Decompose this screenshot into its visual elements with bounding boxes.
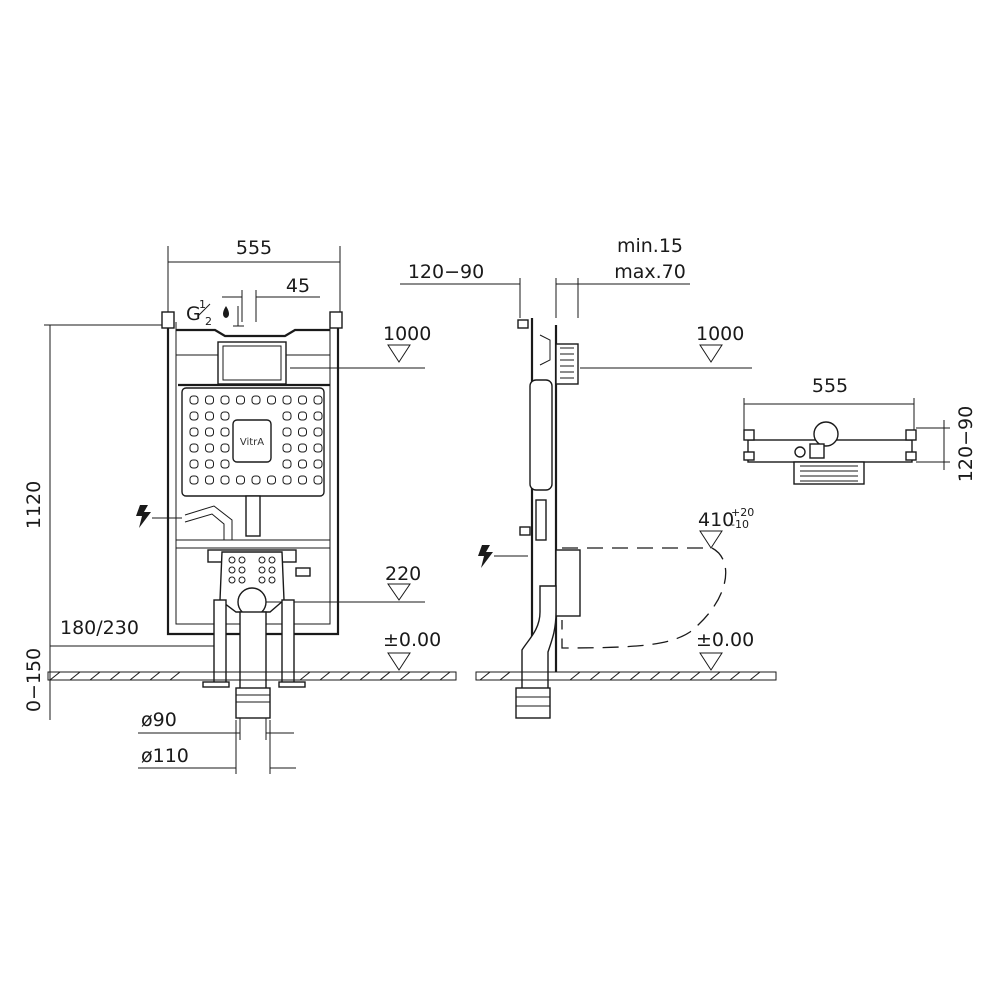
- outlet-dot: [238, 566, 246, 574]
- cistern-dot: [220, 411, 230, 421]
- cistern-dot: [282, 475, 292, 485]
- cistern-dot: [313, 459, 323, 469]
- cistern-dot: [220, 475, 230, 485]
- cistern-dot: [189, 395, 199, 405]
- cistern-dot: [189, 459, 199, 469]
- cistern-dot: [298, 427, 307, 437]
- front-view: 555 45 G 1 2 1120 0−150: [23, 237, 457, 774]
- cistern-dot: [189, 427, 199, 437]
- tile-max-label: max.70: [614, 261, 686, 283]
- adjust-range-label: 0−150: [23, 648, 45, 712]
- cistern-dot: [205, 475, 214, 485]
- cistern-dot: [298, 443, 307, 453]
- cistern-dot: [282, 395, 292, 405]
- cistern-dot: [313, 427, 323, 437]
- supply-frac-num: 1: [199, 298, 206, 311]
- cistern-dot: [298, 395, 307, 405]
- cistern-dot: [220, 459, 230, 469]
- offset-label: 45: [286, 275, 310, 297]
- side-level-floor: ±0.00: [696, 629, 754, 651]
- outlet-dot: [268, 556, 276, 564]
- cistern-dot: [236, 395, 245, 405]
- outlet-dot: [228, 576, 236, 584]
- cistern-dot: [282, 459, 292, 469]
- cistern-dot: [220, 395, 230, 405]
- cistern-dot: [220, 427, 230, 437]
- cistern-dot: [189, 475, 199, 485]
- cistern-dot: [298, 475, 307, 485]
- cistern-dot: [267, 475, 276, 485]
- outlet-dot: [268, 566, 276, 574]
- outlet-dot: [238, 576, 246, 584]
- cistern-dot: [282, 411, 292, 421]
- cistern-dot: [220, 443, 230, 453]
- side-electric-icon: [478, 545, 493, 568]
- side-view: 120−90 min.15 max.70 410 +20 -10: [400, 235, 777, 719]
- flush-plate-icon: [217, 341, 287, 385]
- foot-distance-label: 180/230: [60, 617, 139, 639]
- outlet-dot: [238, 556, 246, 564]
- cistern-dot: [298, 411, 307, 421]
- outlet-dot: [258, 566, 266, 574]
- front-level-outlet: 220: [385, 563, 421, 585]
- pan-tol-minus: -10: [731, 518, 749, 531]
- outlet-dot: [228, 566, 236, 574]
- top-view: 555 120−90: [743, 375, 977, 485]
- cistern-dot: [282, 427, 292, 437]
- tile-min-label: min.15: [617, 235, 683, 257]
- front-level-floor: ±0.00: [383, 629, 441, 651]
- cistern-dot: [189, 443, 199, 453]
- supply-frac-den: 2: [205, 315, 212, 328]
- cistern-dot: [313, 395, 323, 405]
- pan-height-label: 410: [698, 509, 734, 531]
- outlet-dot: [258, 556, 266, 564]
- cistern-dot: [251, 395, 261, 405]
- outlet-dot: [268, 576, 276, 584]
- side-level-top: 1000: [696, 323, 744, 345]
- pipe-small-label: ø90: [141, 709, 177, 731]
- outlet-dot: [258, 576, 266, 584]
- cistern-dot: [267, 395, 276, 405]
- cistern-dot: [189, 411, 199, 421]
- top-depth-label: 120−90: [955, 406, 977, 482]
- cistern-dot: [313, 443, 323, 453]
- electric-icon: [136, 505, 151, 528]
- cistern-dot: [298, 459, 307, 469]
- outlet-dot-pattern: [228, 556, 276, 584]
- height-label: 1120: [23, 481, 45, 529]
- cistern-dot: [313, 475, 323, 485]
- logo-label: VitrA: [240, 437, 264, 448]
- cistern-dot-pattern: [189, 395, 323, 485]
- water-drop-icon: [223, 306, 229, 318]
- wall-depth-label: 120−90: [408, 261, 484, 283]
- cistern-dot: [313, 411, 323, 421]
- cistern-dot: [282, 443, 292, 453]
- top-width-label: 555: [812, 375, 848, 397]
- front-width-label: 555: [236, 237, 272, 259]
- pipe-large-label: ø110: [141, 745, 189, 767]
- cistern-dot: [236, 475, 245, 485]
- pan-tol-plus: +20: [731, 506, 754, 519]
- cistern-dot: [205, 395, 214, 405]
- cistern-dot: [251, 475, 261, 485]
- cistern-dot: [205, 411, 214, 421]
- supply-label: G: [186, 303, 201, 325]
- outlet-dot: [228, 556, 236, 564]
- cistern-dot: [205, 459, 214, 469]
- cistern-dot: [205, 443, 214, 453]
- cistern-dot: [205, 427, 214, 437]
- front-level-top: 1000: [383, 323, 431, 345]
